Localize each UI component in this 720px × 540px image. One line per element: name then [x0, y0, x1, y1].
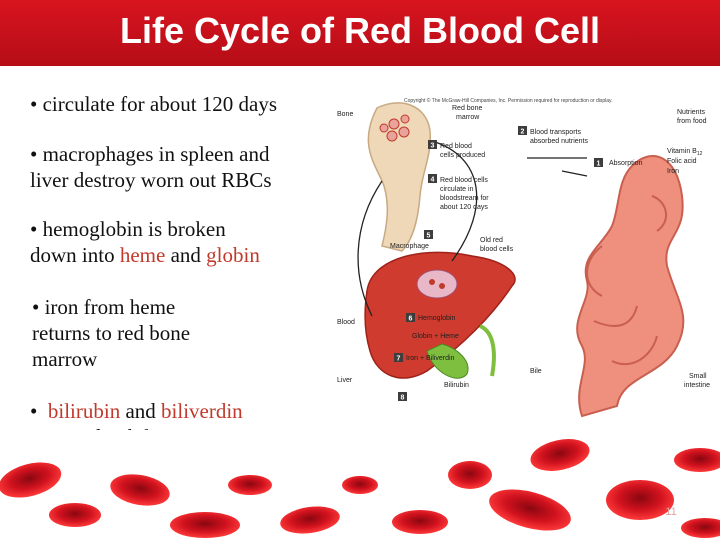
bullet-circulate-text: • circulate for about 120 days	[30, 92, 278, 116]
label-iron-nutrient: Iron	[667, 168, 679, 175]
label-bone: Bone	[337, 111, 353, 118]
bullet-bilirubin-dot: •	[30, 399, 38, 423]
bullet-macrophages: • macrophages in spleen and liver destro…	[30, 141, 272, 193]
bullet-iron-line3: marrow	[32, 347, 98, 371]
label-step2-line2: absorbed nutrients	[530, 138, 588, 145]
step-badge-2: 2	[518, 126, 527, 136]
label-iron-biliverdin: Iron + Biliverdin	[406, 355, 455, 362]
bullet-iron-line2: returns to red bone	[32, 321, 191, 345]
term-biliverdin: biliverdin	[161, 399, 243, 423]
blood-cell	[674, 448, 720, 472]
absorption-arrow	[561, 170, 588, 177]
slide-number: 11	[665, 506, 677, 518]
blood-cell	[530, 439, 590, 471]
bullet-macrophages-line1: • macrophages in spleen and	[30, 142, 270, 166]
blood-cell	[170, 512, 240, 538]
term-globin: globin	[206, 243, 260, 267]
step-badge-1: 1	[594, 158, 603, 168]
bullet-bilirubin-line1: • bilirubin and biliverdin	[30, 398, 243, 424]
small-intestine-illustration	[576, 155, 685, 418]
label-blood: Blood	[337, 319, 355, 326]
bullet-hemoglobin-line1: • hemoglobin is broken	[30, 217, 226, 241]
bullet-hemoglobin-line2a: down into	[30, 243, 120, 267]
liver-illustration	[364, 251, 516, 379]
label-step4-line2: circulate in	[440, 186, 474, 193]
step-number-4: 4	[431, 177, 435, 184]
step-number-5: 5	[427, 233, 431, 240]
bullet-hemoglobin: • hemoglobin is broken down into heme an…	[30, 216, 260, 268]
marrow-cells	[379, 114, 410, 142]
step-number-7: 7	[397, 356, 401, 363]
label-bile: Bile	[530, 368, 542, 375]
label-vitamin-subscript: 12	[697, 151, 703, 157]
circulation-arrow-left	[357, 180, 383, 317]
blood-cell	[0, 462, 62, 498]
label-absorption: Absorption	[609, 160, 643, 167]
blood-cell	[606, 480, 674, 520]
bullet-bilirubin-and: and	[120, 399, 162, 423]
gallbladder-illustration	[426, 324, 496, 379]
step-badge-3: 3	[428, 140, 437, 150]
label-step4-line1: Red blood cells	[440, 177, 488, 184]
label-folic-acid: Folic acid	[667, 158, 697, 165]
title-bar	[0, 0, 720, 66]
label-small-intestine-2: intestine	[684, 382, 710, 389]
circulation-arrow-right	[431, 140, 478, 262]
step-number-3: 3	[431, 143, 435, 150]
step-number-6: 6	[409, 316, 413, 323]
label-old-rbc-1: Old red	[480, 237, 503, 244]
bullet-iron: • iron from heme returns to red bone mar…	[32, 294, 190, 372]
label-liver: Liver	[337, 377, 353, 384]
label-small-intestine-1: Small	[689, 373, 707, 380]
step-number-2: 2	[521, 129, 525, 136]
label-nutrients-2: from food	[677, 118, 707, 125]
term-heme: heme	[119, 243, 166, 267]
label-step4-line3: bloodstream for	[440, 195, 489, 202]
term-bilirubin: bilirubin	[47, 399, 121, 423]
blood-cell	[110, 474, 170, 506]
label-globin-heme: Globin + Heme	[412, 333, 459, 340]
blood-cell	[489, 489, 571, 531]
label-red-bone-marrow-1: Red bone	[452, 105, 482, 112]
label-old-rbc-2: blood cells	[480, 246, 514, 253]
label-bilirubin: Bilirubin	[444, 382, 469, 389]
rbc-lifecycle-diagram: Copyright © The McGraw-Hill Companies, I…	[337, 97, 710, 418]
figure-copyright: Copyright © The McGraw-Hill Companies, I…	[404, 97, 613, 104]
macrophage-illustration	[416, 269, 458, 299]
step-badge-4: 4	[428, 174, 437, 184]
label-hemoglobin: Hemoglobin	[418, 315, 455, 322]
blood-cell	[448, 461, 492, 489]
label-nutrients-1: Nutrients	[677, 109, 706, 116]
slide-title: Life Cycle of Red Blood Cell	[119, 10, 601, 51]
step-badge-7: 7	[394, 353, 403, 363]
bullet-hemoglobin-line2: down into heme and globin	[30, 242, 260, 268]
blood-cell	[228, 475, 272, 495]
bullet-iron-line1: • iron from heme	[32, 295, 176, 319]
label-step3-line2: cells produced	[440, 152, 485, 159]
blood-cell	[342, 476, 378, 494]
blood-cell	[681, 518, 720, 538]
label-step2-line1: Blood transports	[530, 129, 581, 136]
label-step3-line1: Red blood	[440, 143, 472, 150]
step-number-8: 8	[401, 395, 405, 402]
label-macrophage: Macrophage	[390, 243, 429, 250]
step-badge-6: 6	[406, 313, 415, 323]
step-number-1: 1	[597, 161, 601, 168]
label-vitamin-text: Vitamin B	[667, 148, 697, 155]
red-blood-cells-decoration	[0, 430, 720, 540]
blood-cell	[392, 510, 448, 534]
step-badge-5: 5	[424, 230, 433, 240]
label-red-bone-marrow-2: marrow	[456, 114, 480, 121]
bullet-macrophages-line2: liver destroy worn out RBCs	[30, 168, 272, 192]
label-vitamin: Vitamin B12	[667, 148, 703, 157]
blood-cell	[280, 506, 340, 534]
bullet-hemoglobin-and: and	[165, 243, 207, 267]
label-step4-line4: about 120 days	[440, 204, 488, 211]
bone-illustration	[367, 102, 431, 252]
blood-cell	[49, 503, 101, 527]
bullet-circulate: • circulate for about 120 days	[30, 91, 277, 117]
step-badge-8: 8	[398, 392, 407, 402]
